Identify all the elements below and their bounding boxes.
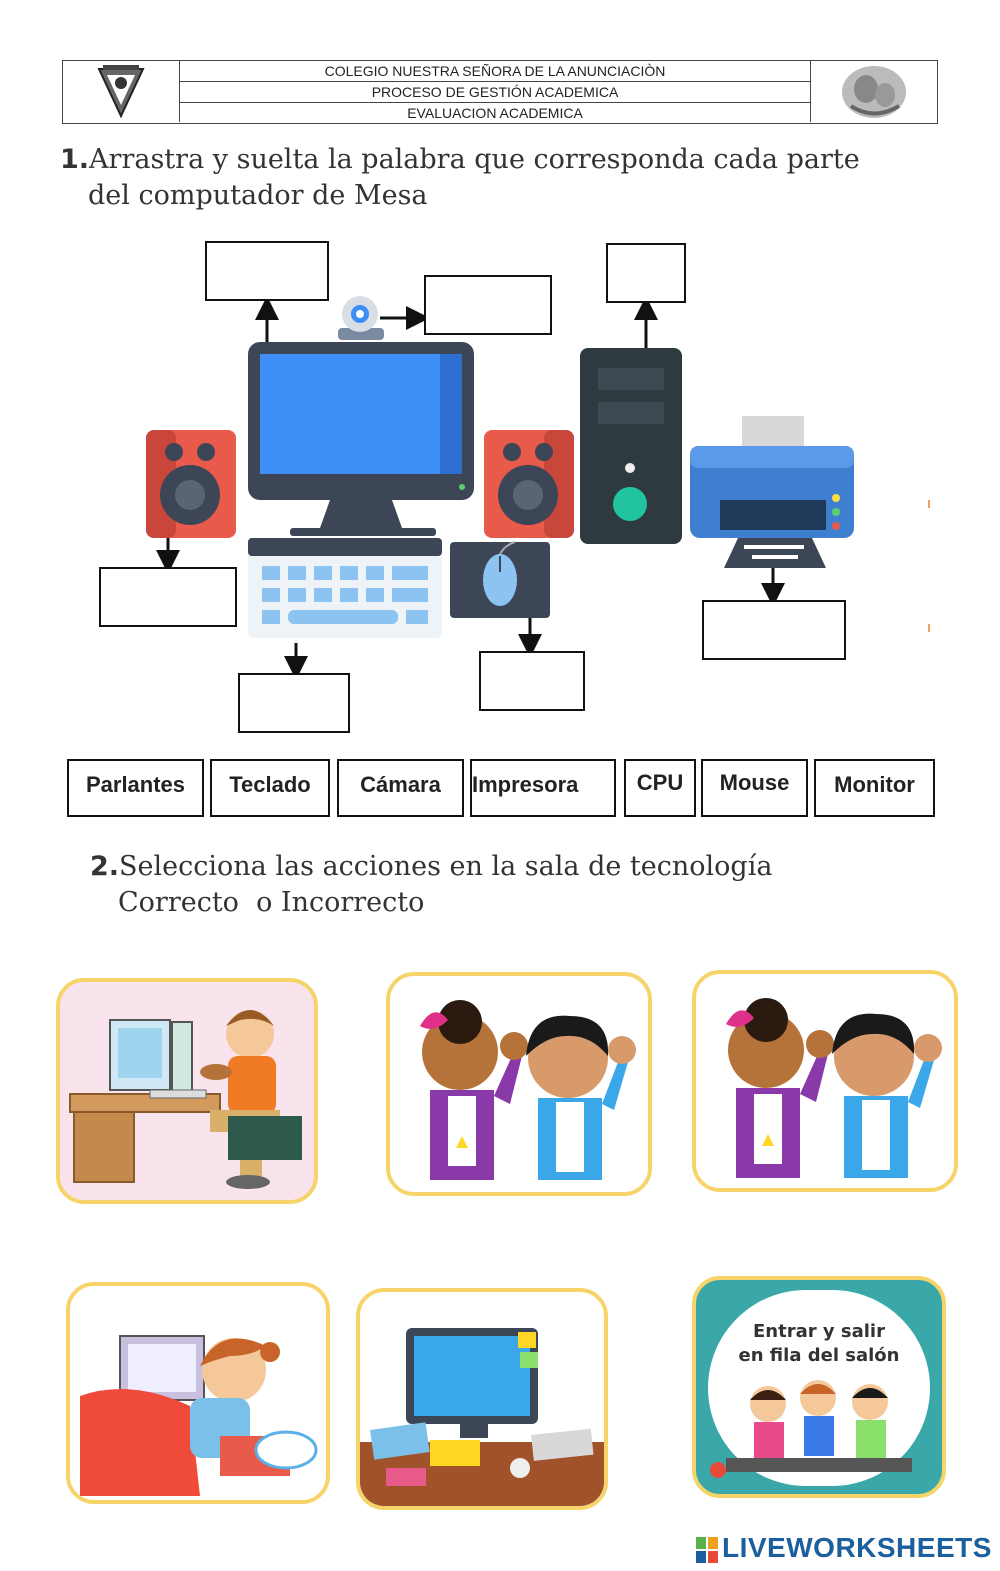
liveworksheets-icon: [696, 1536, 718, 1563]
header-table: COLEGIO NUESTRA SEÑORA DE LA ANUNCIACIÒN…: [62, 60, 938, 124]
kids-in-line-image: [710, 1380, 912, 1478]
drop-box-mouse[interactable]: [479, 651, 585, 711]
word-teclado[interactable]: Teclado: [210, 759, 330, 817]
word-parlantes[interactable]: Parlantes: [67, 759, 204, 817]
liveworksheets-text: LIVEWORKSHEETS: [722, 1532, 992, 1563]
drop-box-camera[interactable]: [424, 275, 552, 335]
kids-raising-hands-image: [726, 998, 942, 1178]
messy-desk-image: [360, 1328, 604, 1506]
arrows: [156, 296, 785, 680]
question-1-line-1: Arrastra y suelta la palabra que corresp…: [89, 144, 860, 175]
sign-text-line-1: Entrar y salir: [753, 1321, 885, 1342]
printer-icon: [690, 416, 854, 568]
liveworksheets-logo: LIVEWORKSHEETS: [696, 1532, 992, 1564]
word-impresora[interactable]: Impresora: [470, 759, 616, 817]
question-1-line-2: del computador de Mesa: [88, 180, 428, 211]
question-1: 1.Arrastra y suelta la palabra que corre…: [60, 142, 860, 178]
card-girl-at-computer[interactable]: [66, 1282, 330, 1504]
header-line-3: EVALUACION ACADEMICA: [407, 105, 583, 121]
question-1-number: 1.: [60, 144, 90, 175]
sign-text: Entrar y salir en fila del salón: [696, 1320, 942, 1368]
word-mouse[interactable]: Mouse: [701, 759, 808, 817]
card-raising-hands-1[interactable]: [386, 972, 652, 1196]
word-camara[interactable]: Cámara: [337, 759, 464, 817]
card-entrar-salir-fila[interactable]: Entrar y salir en fila del salón: [692, 1276, 946, 1498]
drop-box-cpu[interactable]: [606, 243, 686, 303]
card-raising-hands-2[interactable]: [692, 970, 958, 1192]
cpu-tower-icon: [580, 348, 682, 544]
webcam-icon: [338, 296, 384, 340]
drop-box-speakers[interactable]: [99, 567, 237, 627]
mouse-icon: [450, 541, 550, 618]
question-2-number: 2.: [90, 851, 120, 882]
speaker-left-icon: [146, 430, 236, 538]
card-eating-at-computer[interactable]: [56, 978, 318, 1204]
computer-diagram: [146, 296, 930, 680]
header-line-1: COLEGIO NUESTRA SEÑORA DE LA ANUNCIACIÒN: [179, 61, 811, 82]
school-logo-left: [63, 61, 180, 122]
boy-eating-image: [69, 1010, 302, 1189]
keyboard-icon: [248, 538, 442, 638]
sign-text-line-2: en fila del salón: [738, 1345, 900, 1366]
card-messy-desk[interactable]: [356, 1288, 608, 1510]
question-2-line-1: Selecciona las acciones en la sala de te…: [119, 851, 773, 882]
question-2-line-2: Correcto o Incorrecto: [118, 887, 425, 918]
school-logo-right: [810, 61, 937, 122]
girl-computer-image: [80, 1335, 318, 1496]
question-2: 2.Selecciona las acciones en la sala de …: [90, 849, 772, 885]
drop-box-keyboard[interactable]: [238, 673, 350, 733]
drop-box-monitor[interactable]: [205, 241, 329, 301]
drop-box-printer[interactable]: [702, 600, 846, 660]
kids-raising-hands-image: [420, 1000, 636, 1180]
speaker-right-icon: [484, 430, 574, 538]
header-line-2: PROCESO DE GESTIÓN ACADEMICA: [179, 82, 811, 103]
monitor-icon: [248, 342, 474, 536]
word-cpu[interactable]: CPU: [624, 759, 696, 817]
word-monitor[interactable]: Monitor: [814, 759, 935, 817]
